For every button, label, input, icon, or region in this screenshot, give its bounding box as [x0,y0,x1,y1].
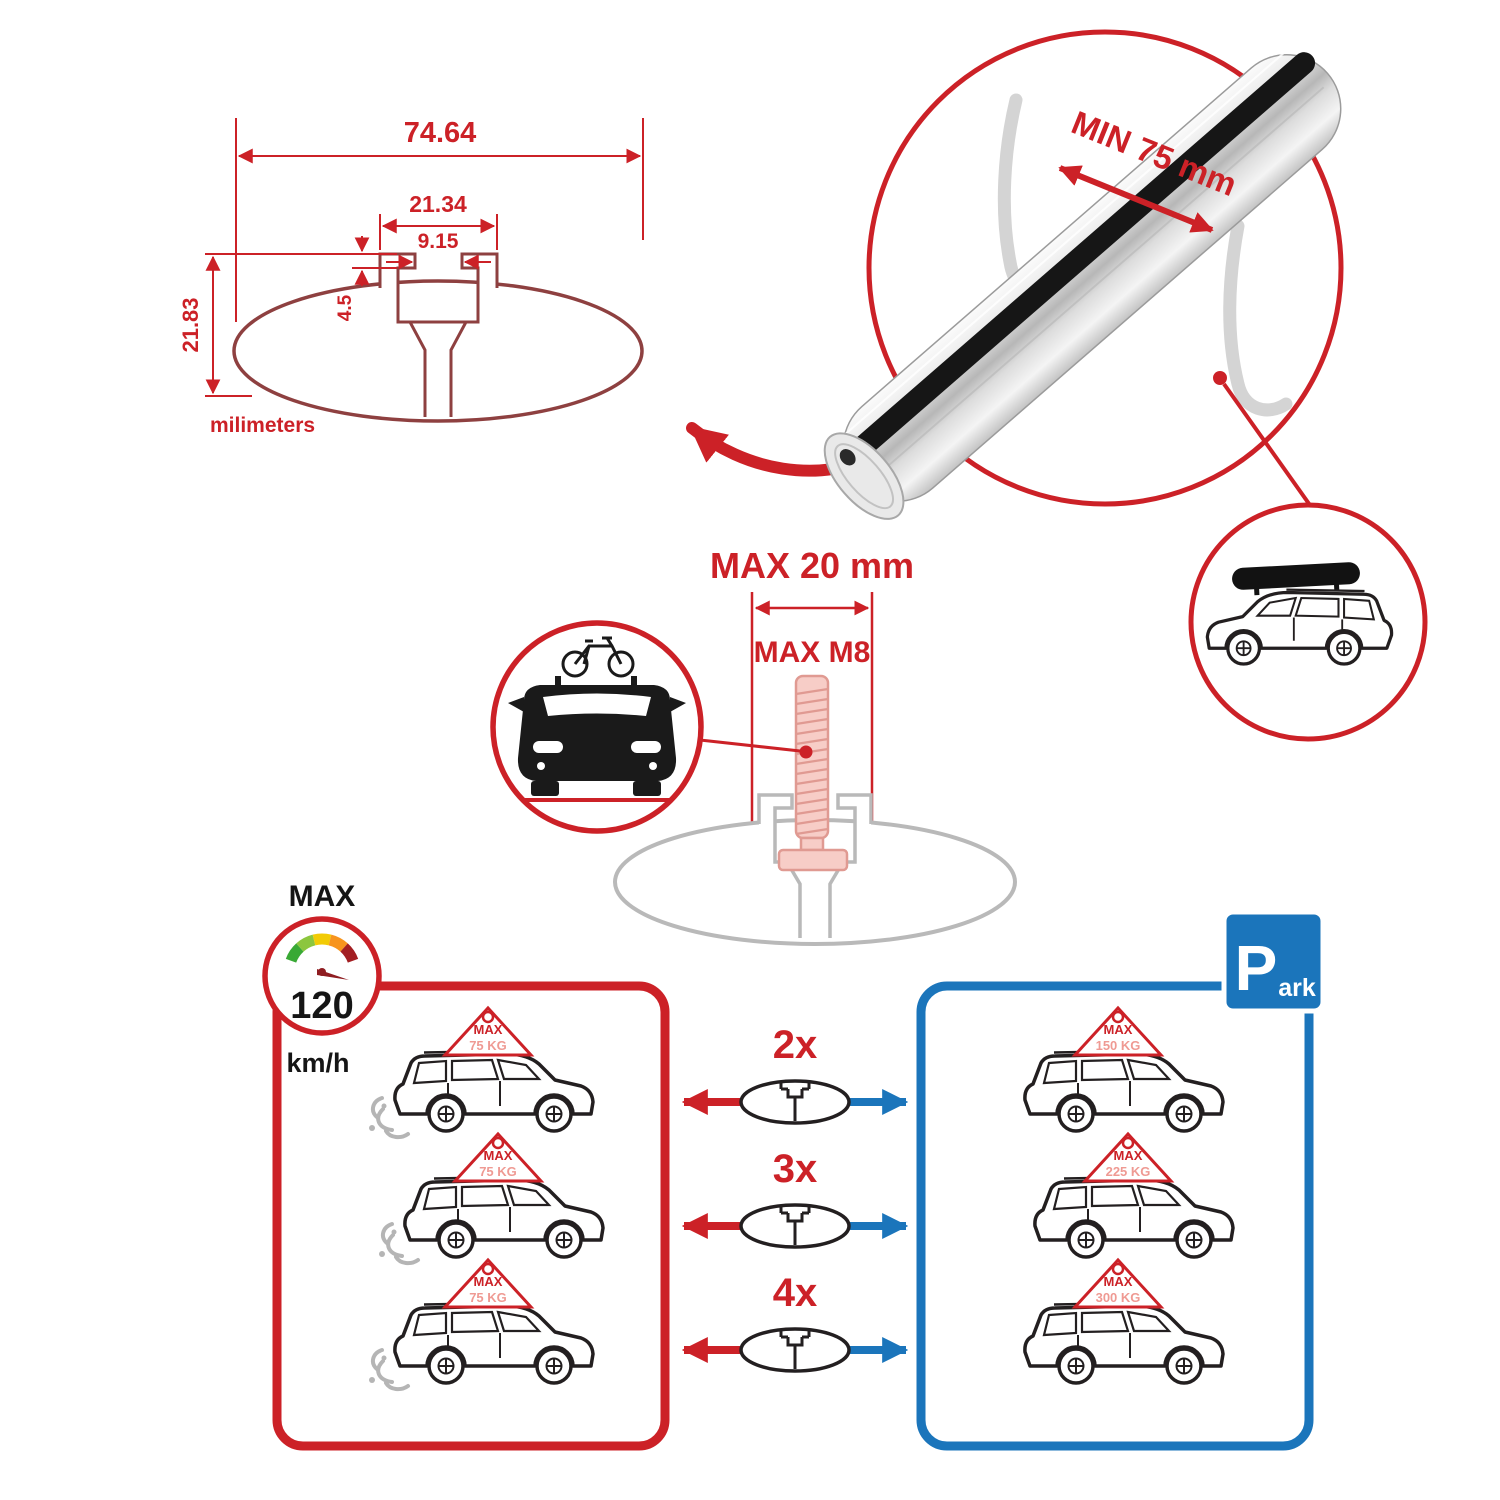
callout-anchor-dot [1213,371,1227,385]
crossbar-callout: MIN 75 mm [823,29,1344,520]
bolt-anchor-dot [799,745,813,759]
motion-lines [379,1222,420,1266]
load-value: 225 KG [1106,1164,1151,1179]
crossbar-oval-channel-glyph [779,1206,811,1245]
bicycle-icon [561,636,635,678]
roof-load-triangle [1081,1131,1175,1183]
load-value: 300 KG [1096,1290,1141,1305]
roof-load-triangle [1071,1257,1165,1309]
motion-lines [369,1348,410,1392]
load-badge: MAX [474,1274,503,1289]
dim-total-extension-lines [235,118,644,322]
speed-gauge-dial [285,933,359,980]
headlight-left [533,741,563,753]
load-value: 75 KG [479,1164,517,1179]
load-logo-mark [1121,1136,1135,1150]
parked-car-2: MAX 225 KG [1033,1131,1235,1259]
crossbar-render-icon [823,47,1342,520]
load-logo-mark [1111,1010,1125,1024]
parking-sign-board [1221,909,1326,1014]
crossbar-oval-channel-glyph [779,1082,811,1121]
load-logo-mark [481,1262,495,1276]
roof-load-triangle [441,1257,535,1309]
crossbar-oval-channel-glyph [779,1330,811,1369]
parking-sign-suffix: ark [1278,974,1316,1002]
car-front-icon [508,685,686,796]
dim-channel-width-label: 21.34 [409,191,467,217]
driving-car-2: MAX 75 KG [379,1131,605,1266]
load-badge: MAX [484,1148,513,1163]
load-badge: MAX [1104,1022,1133,1037]
load-logo-mark [1111,1262,1125,1276]
bar-count-label: 3x [773,1147,818,1191]
min-span-arrow [1058,165,1214,233]
bar-count-label: 2x [773,1023,818,1067]
profile-drawing: 74.64 21.34 9.15 4.5 21.83 milimeters [178,117,644,437]
unit-label: milimeters [210,414,315,437]
speed-max-label: MAX [289,880,356,913]
load-logo-mark [481,1010,495,1024]
hook-strap-right-icon [1223,219,1293,417]
roof-load-triangle [451,1131,545,1183]
dim-lip-depth-label: 4.5 [335,294,356,321]
parking-sign: P ark [1221,909,1326,1014]
dim-total-width-label: 74.64 [404,117,477,149]
bolt-connector-line [699,738,801,753]
load-value: 75 KG [469,1290,507,1305]
load-badge: MAX [1104,1274,1133,1289]
speed-unit: km/h [286,1048,349,1078]
parked-car-3: MAX 300 KG [1023,1257,1225,1385]
load-logo-mark [491,1136,505,1150]
bar-count-row-3: 4x [681,1271,909,1373]
bar-count-row-2: 3x [681,1147,909,1249]
suv-roofbox-callout [1188,502,1428,742]
motion-lines [369,1096,410,1140]
load-value: 150 KG [1096,1038,1141,1053]
driving-car-1: MAX 75 KG [369,1005,595,1140]
dim-total-height-label: 21.83 [178,297,203,352]
speed-gauge: MAX 120 km/h [262,880,382,1078]
load-value: 75 KG [469,1038,507,1053]
headlight-right [631,741,661,753]
roof-load-triangle [1071,1005,1165,1057]
bolt-max-thread-label: MAX M8 [754,636,871,669]
roof-rail-posts [555,676,637,686]
profile-channel-fill [380,254,497,322]
windshield [543,693,651,716]
dim-channel-extension-lines [379,214,498,250]
parking-sign-letter: P [1235,932,1278,1004]
bolt-t-head [777,848,849,872]
profile-channel-outline [378,252,499,324]
car-front-callout [490,620,704,834]
t-bolt-icon [777,674,849,872]
profile-stem-lines [408,321,468,417]
load-badge: MAX [474,1022,503,1037]
bolt-max-length-label: MAX 20 mm [710,545,914,586]
bar-count-row-1: 2x [681,1023,909,1125]
bar-count-label: 4x [773,1271,818,1315]
profile-ellipse [232,279,644,423]
parked-car-1: MAX 150 KG [1023,1005,1225,1133]
crossbar-rubber-strip [838,52,1316,470]
callout-connector-line [1222,382,1314,510]
speed-value: 120 [290,985,353,1027]
load-badge: MAX [1114,1148,1143,1163]
driving-car-3: MAX 75 KG [369,1257,595,1392]
dim-height-extension-lines [205,253,397,397]
dim-slot-width-label: 9.15 [418,230,459,253]
roof-load-triangle [441,1005,535,1057]
bolt-spec: MAX 20 mm MAX M8 [490,545,1017,946]
